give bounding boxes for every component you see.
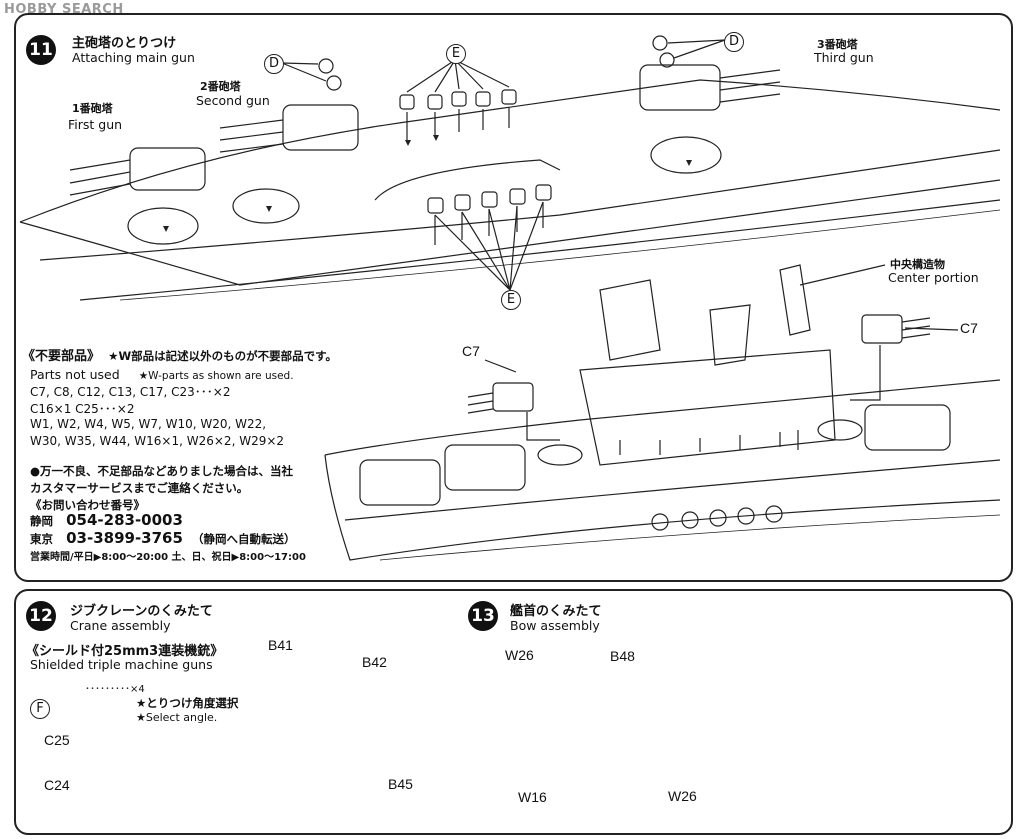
- part-c7-left: C7: [462, 343, 480, 359]
- step-13-number: 13: [468, 601, 498, 631]
- part-b45-label: B45: [388, 776, 413, 792]
- step-11-title-jp: 主砲塔のとりつけ: [72, 36, 177, 51]
- unused-parts-heading-en: Parts not used: [30, 367, 120, 382]
- center-portion-label-jp: 中央構造物: [890, 258, 945, 271]
- select-angle-en: ★Select angle.: [136, 711, 218, 724]
- part-f-marker: F: [30, 699, 50, 719]
- contact-line-3: 《お問い合わせ番号》: [30, 498, 145, 512]
- first-gun-label-jp: 1番砲塔: [72, 102, 113, 115]
- part-e-marker-top: E: [446, 44, 466, 64]
- unused-parts-note-jp: ★W部品は記述以外のものが不要部品です。: [108, 349, 337, 363]
- unused-parts-heading: 《不要部品》 ★W部品は記述以外のものが不要部品です。: [22, 345, 337, 364]
- machine-gun-title-jp: 《シールド付25mm3連装機銃》: [26, 644, 224, 659]
- unused-parts-line-3: W1, W2, W4, W5, W7, W10, W20, W22,: [30, 417, 267, 431]
- second-gun-label-jp: 2番砲塔: [200, 80, 241, 93]
- part-c24-label: C24: [44, 777, 70, 793]
- part-c25-label: C25: [44, 732, 70, 748]
- second-gun-label-en: Second gun: [196, 93, 270, 108]
- unused-parts-note-en: ★W-parts as shown are used.: [138, 370, 294, 382]
- tokyo-note: （静岡へ自動転送）: [192, 532, 296, 546]
- step-11-number: 11: [26, 35, 56, 65]
- step-11-title-en: Attaching main gun: [72, 50, 195, 65]
- third-gun-label-jp: 3番砲塔: [817, 38, 858, 51]
- part-b42-label: B42: [362, 654, 387, 670]
- step-12-13-panel: [14, 589, 1013, 835]
- center-portion-label-en: Center portion: [888, 270, 979, 285]
- unused-parts-heading-jp: 《不要部品》: [22, 349, 101, 364]
- contact-hours: 営業時間/平日▶8:00〜20:00 土、日、祝日▶8:00〜17:00: [30, 552, 306, 563]
- machine-gun-title-en: Shielded triple machine guns: [30, 657, 213, 672]
- contact-line-2: カスタマーサービスまでご連絡ください。: [30, 481, 249, 495]
- part-b41-label: B41: [268, 637, 293, 653]
- part-c7-right: C7: [960, 320, 978, 336]
- tokyo-phone: 03-3899-3765: [66, 529, 183, 547]
- unused-parts-line-2: C16×1 C25･･･×2: [30, 402, 135, 416]
- part-e-marker-bottom: E: [501, 290, 521, 310]
- step-12-title-jp: ジブクレーンのくみたて: [70, 604, 213, 619]
- part-d-marker-right: D: [724, 32, 744, 52]
- contact-line-1: ●万一不良、不足部品などありました場合は、当社: [30, 464, 294, 478]
- unused-parts-line-4: W30, W35, W44, W16×1, W26×2, W29×2: [30, 434, 285, 448]
- step-12-title-en: Crane assembly: [70, 618, 171, 633]
- part-w26-bottom-label: W26: [668, 788, 697, 804]
- part-d-marker-left: D: [264, 54, 284, 74]
- select-angle-jp: ★とりつけ角度選択: [136, 696, 239, 710]
- shizuoka-label: 静岡: [30, 514, 53, 528]
- step-12-number: 12: [26, 601, 56, 631]
- contact-tokyo-row: 東京 03-3899-3765 （静岡へ自動転送）: [30, 528, 296, 547]
- shizuoka-phone: 054-283-0003: [66, 511, 183, 529]
- part-w26-top-label: W26: [505, 647, 534, 663]
- third-gun-label-en: Third gun: [814, 50, 874, 65]
- step-13-title-en: Bow assembly: [510, 618, 600, 633]
- first-gun-label-en: First gun: [68, 117, 123, 132]
- step-13-title-jp: 艦首のくみたて: [510, 604, 602, 619]
- machine-gun-quantity: ･････････×4: [85, 684, 145, 695]
- unused-parts-en-row: Parts not used ★W-parts as shown are use…: [30, 364, 294, 383]
- contact-shizuoka-row: 静岡 054-283-0003: [30, 510, 183, 529]
- part-b48-label: B48: [610, 648, 635, 664]
- tokyo-label: 東京: [30, 532, 53, 546]
- unused-parts-line-1: C7, C8, C12, C13, C17, C23･･･×2: [30, 385, 231, 399]
- part-w16-label: W16: [518, 789, 547, 805]
